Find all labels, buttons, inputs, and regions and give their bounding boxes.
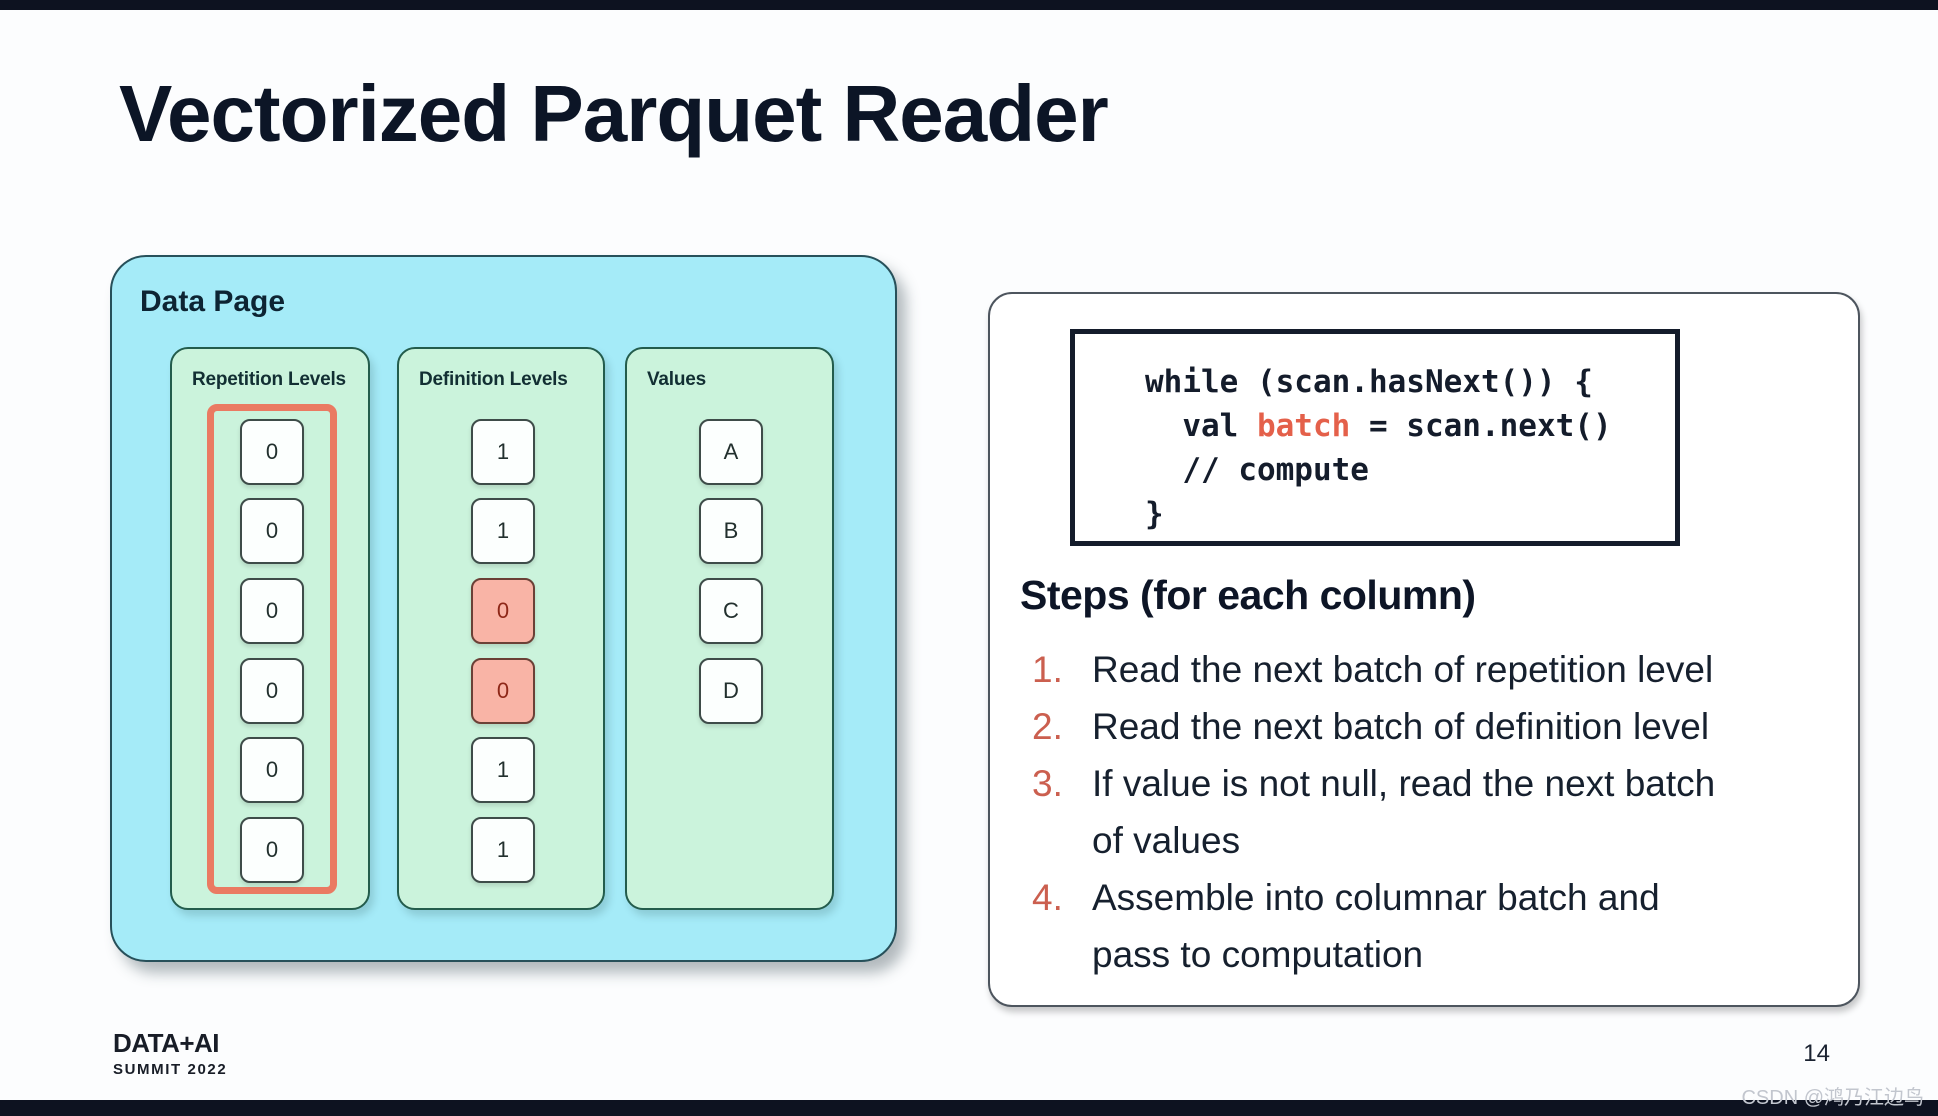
- code-line: }: [1145, 492, 1675, 536]
- code-block: while (scan.hasNext()) { val batch = sca…: [1070, 329, 1680, 546]
- watermark: CSDN @鸿乃江边鸟: [1741, 1087, 1924, 1109]
- data-page-label: Data Page: [140, 285, 286, 318]
- logo-line2: SUMMIT 2022: [113, 1061, 228, 1078]
- step-text: Read the next batch of repetition level: [1092, 649, 1714, 690]
- repetition-cell: 0: [240, 658, 304, 724]
- panel-values: Values A B C D: [625, 347, 834, 910]
- data-page-box: Data Page Repetition Levels 0 0 0 0 0 0 …: [110, 255, 897, 962]
- value-cell: C: [699, 578, 763, 644]
- value-cell: B: [699, 498, 763, 564]
- code-accent-token: batch: [1256, 408, 1351, 444]
- panel-definition-levels-label: Definition Levels: [419, 369, 568, 390]
- step-number: 2.: [1032, 706, 1063, 747]
- repetition-cell: 0: [240, 578, 304, 644]
- definition-cell: 1: [471, 498, 535, 564]
- code-line: while (scan.hasNext()) {: [1145, 360, 1675, 404]
- panel-repetition-levels-label: Repetition Levels: [192, 369, 346, 390]
- repetition-cell: 0: [240, 737, 304, 803]
- repetition-highlight-rect: [207, 404, 337, 894]
- steps-panel: while (scan.hasNext()) { val batch = sca…: [988, 292, 1860, 1007]
- code-text: = scan.next(): [1350, 408, 1612, 444]
- repetition-cell: 0: [240, 498, 304, 564]
- definition-cell: 1: [471, 419, 535, 485]
- code-text: // compute: [1145, 452, 1369, 488]
- definition-cell-highlighted: 0: [471, 578, 535, 644]
- steps-heading: Steps (for each column): [1020, 572, 1476, 618]
- definition-cell: 1: [471, 737, 535, 803]
- definition-cell: 1: [471, 817, 535, 883]
- repetition-cell: 0: [240, 419, 304, 485]
- code-line: // compute: [1145, 448, 1675, 492]
- code-text: while (scan.hasNext()) {: [1145, 364, 1593, 400]
- panel-repetition-levels: Repetition Levels 0 0 0 0 0 0: [170, 347, 370, 910]
- step-text: If value is not null, read the next batc…: [1092, 763, 1716, 861]
- panel-values-label: Values: [647, 369, 707, 390]
- page-title: Vectorized Parquet Reader: [119, 69, 1109, 158]
- steps-list: 1. Read the next batch of repetition lev…: [1020, 641, 1715, 983]
- code-line: val batch = scan.next(): [1145, 404, 1675, 448]
- bottom-bar: [0, 1100, 1938, 1116]
- step-item: 2. Read the next batch of definition lev…: [1020, 698, 1715, 755]
- value-cell: D: [699, 658, 763, 724]
- repetition-cell: 0: [240, 817, 304, 883]
- code-text: val: [1145, 408, 1257, 444]
- panel-definition-levels: Definition Levels 1 1 0 0 1 1: [397, 347, 605, 910]
- step-item: 4. Assemble into columnar batch and pass…: [1020, 869, 1715, 983]
- step-text: Read the next batch of definition level: [1092, 706, 1710, 747]
- definition-cell-highlighted: 0: [471, 658, 535, 724]
- step-text: Assemble into columnar batch and pass to…: [1092, 877, 1660, 975]
- data-ai-summit-logo: DATA+AI SUMMIT 2022: [113, 1028, 227, 1078]
- page-number: 14: [1803, 1040, 1830, 1067]
- value-cell: A: [699, 419, 763, 485]
- step-item: 1. Read the next batch of repetition lev…: [1020, 641, 1715, 698]
- code-text: }: [1145, 496, 1164, 532]
- top-bar: [0, 0, 1938, 10]
- logo-line1: DATA+AI: [113, 1028, 220, 1058]
- step-number: 3.: [1032, 763, 1063, 804]
- step-number: 1.: [1032, 649, 1063, 690]
- step-item: 3. If value is not null, read the next b…: [1020, 755, 1715, 869]
- step-number: 4.: [1032, 877, 1063, 918]
